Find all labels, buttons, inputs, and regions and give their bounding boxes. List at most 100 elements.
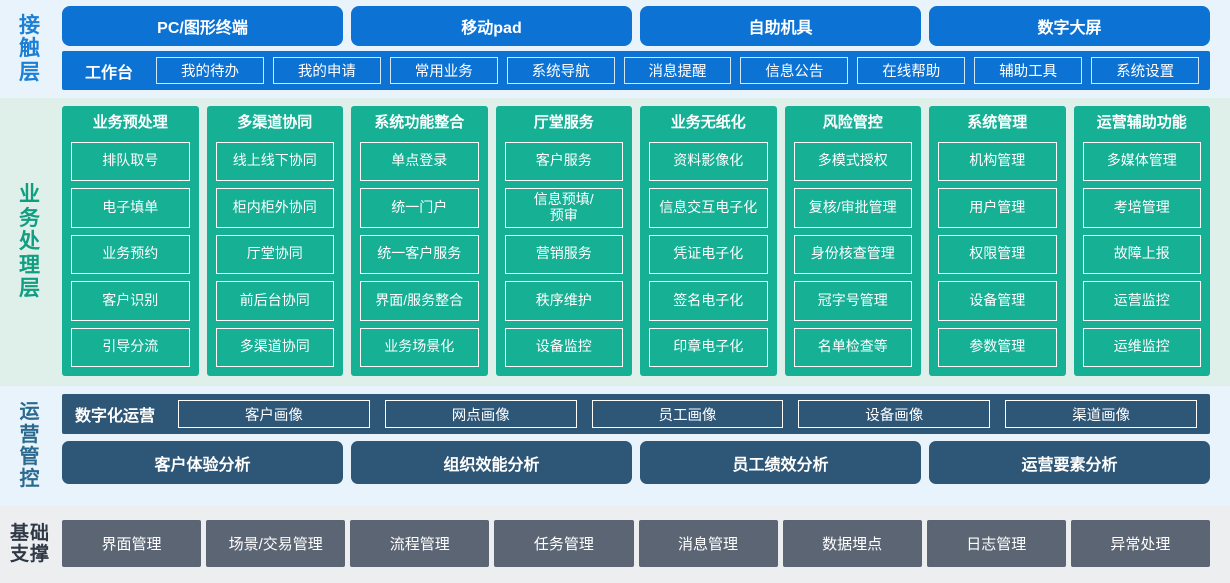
cell-pre-fill-review[interactable]: 信息预填/ 预审 xyxy=(504,188,623,228)
cell-list-check[interactable]: 名单检查等 xyxy=(793,327,912,367)
foundation-ui-management[interactable]: 界面管理 xyxy=(62,520,202,567)
layer-operations-body: 数字化运营 客户画像 网点画像 员工画像 设备画像 渠道画像 客户体验分析 组织… xyxy=(60,386,1230,506)
layer-business-label-char: 务 xyxy=(19,206,41,230)
cell-device-management[interactable]: 设备管理 xyxy=(938,281,1057,321)
foundation-task-management[interactable]: 任务管理 xyxy=(494,520,634,567)
workbench-item-aux-tools[interactable]: 辅助工具 xyxy=(974,57,1083,84)
cell-business-scenario[interactable]: 业务场景化 xyxy=(360,327,479,367)
layer-foundation-label: 基础 支撑 xyxy=(0,506,60,583)
layer-foundation: 基础 支撑 界面管理 场景/交易管理 流程管理 任务管理 消息管理 数据埋点 日… xyxy=(0,506,1230,583)
foundation-scenario-transaction-management[interactable]: 场景/交易管理 xyxy=(206,520,346,567)
workbench-item-my-todo[interactable]: 我的待办 xyxy=(156,57,264,84)
business-column-pre-processing: 业务预处理 排队取号 电子填单 业务预约 客户识别 引导分流 xyxy=(62,106,199,376)
layer-operations-label-char: 营 xyxy=(19,423,41,446)
cell-order-maintenance[interactable]: 秩序维护 xyxy=(504,281,623,321)
foundation-exception-handling[interactable]: 异常处理 xyxy=(1070,520,1210,567)
portrait-branch[interactable]: 网点画像 xyxy=(384,400,577,428)
channel-self-service[interactable]: 自助机具 xyxy=(640,6,921,46)
cell-multimode-authorization[interactable]: 多模式授权 xyxy=(793,141,912,181)
workbench-item-system-nav[interactable]: 系统导航 xyxy=(506,57,615,84)
cell-device-monitoring[interactable]: 设备监控 xyxy=(504,327,623,367)
cell-e-form[interactable]: 电子填单 xyxy=(71,188,190,228)
cell-ui-service-integration[interactable]: 界面/服务整合 xyxy=(360,281,479,321)
cell-fault-reporting[interactable]: 故障上报 xyxy=(1082,234,1201,274)
workbench-item-common-business[interactable]: 常用业务 xyxy=(389,57,498,84)
cell-seal-electronic[interactable]: 印章电子化 xyxy=(649,327,768,367)
cell-counter-collab[interactable]: 柜内柜外协同 xyxy=(215,188,334,228)
cell-online-offline-collab[interactable]: 线上线下协同 xyxy=(215,141,334,181)
workbench-item-online-help[interactable]: 在线帮助 xyxy=(857,57,966,84)
layer-foundation-label-line: 支撑 xyxy=(9,543,50,565)
cell-operation-monitoring[interactable]: 运营监控 xyxy=(1082,281,1201,321)
workbench-item-system-settings[interactable]: 系统设置 xyxy=(1091,57,1200,84)
business-column-lobby-service: 厅堂服务 客户服务 信息预填/ 预审 营销服务 秩序维护 设备监控 xyxy=(495,106,632,376)
channel-pc[interactable]: PC/图形终端 xyxy=(62,6,343,46)
portrait-row: 数字化运营 客户画像 网点画像 员工画像 设备画像 渠道画像 xyxy=(62,394,1210,434)
workbench-item-my-application[interactable]: 我的申请 xyxy=(272,57,381,84)
business-column-system-management: 系统管理 机构管理 用户管理 权限管理 设备管理 参数管理 xyxy=(929,106,1066,376)
cell-info-exchange-electronic[interactable]: 信息交互电子化 xyxy=(649,188,768,228)
cell-signature-electronic[interactable]: 签名电子化 xyxy=(649,281,768,321)
layer-contact-label-char: 层 xyxy=(19,60,41,84)
cell-maintenance-monitoring[interactable]: 运维监控 xyxy=(1082,327,1201,367)
cell-customer-identify[interactable]: 客户识别 xyxy=(71,281,190,321)
layer-operations-label-char: 控 xyxy=(19,468,41,491)
layer-contact-label-char: 触 xyxy=(19,37,41,61)
channel-digital-screen[interactable]: 数字大屏 xyxy=(929,6,1210,46)
layer-business: 业 务 处 理 层 业务预处理 排队取号 电子填单 业务预约 客户识别 引导分流… xyxy=(0,98,1230,386)
workbench-item-announcement[interactable]: 信息公告 xyxy=(740,57,849,84)
cell-guide-diversion[interactable]: 引导分流 xyxy=(71,327,190,367)
business-column-risk-control: 风险管控 多模式授权 复核/审批管理 身份核查管理 冠字号管理 名单检查等 xyxy=(784,106,921,376)
layer-contact-body: PC/图形终端 移动pad 自助机具 数字大屏 工作台 我的待办 我的申请 常用… xyxy=(60,0,1230,98)
foundation-process-management[interactable]: 流程管理 xyxy=(350,520,490,567)
analysis-customer-experience[interactable]: 客户体验分析 xyxy=(62,441,343,484)
cell-marketing-service[interactable]: 营销服务 xyxy=(504,234,623,274)
foundation-message-management[interactable]: 消息管理 xyxy=(638,520,778,567)
cell-appointment[interactable]: 业务预约 xyxy=(71,234,190,274)
cell-review-approval[interactable]: 复核/审批管理 xyxy=(793,188,912,228)
channel-mobile-pad[interactable]: 移动pad xyxy=(351,6,632,46)
analysis-employee-performance[interactable]: 员工绩效分析 xyxy=(640,441,921,484)
layer-business-label-char: 理 xyxy=(19,253,41,277)
cell-front-back-collab[interactable]: 前后台协同 xyxy=(215,281,334,321)
layer-contact-label-char: 接 xyxy=(19,13,41,37)
cell-multichannel-collab[interactable]: 多渠道协同 xyxy=(215,327,334,367)
business-column-system-integration: 系统功能整合 单点登录 统一门户 统一客户服务 界面/服务整合 业务场景化 xyxy=(351,106,488,376)
cell-document-imaging[interactable]: 资料影像化 xyxy=(649,141,768,181)
cell-queue-number[interactable]: 排队取号 xyxy=(71,141,190,181)
cell-org-management[interactable]: 机构管理 xyxy=(938,141,1057,181)
cell-unified-portal[interactable]: 统一门户 xyxy=(360,188,479,228)
cell-identity-verification[interactable]: 身份核查管理 xyxy=(793,234,912,274)
layer-business-body: 业务预处理 排队取号 电子填单 业务预约 客户识别 引导分流 多渠道协同 线上线… xyxy=(60,98,1230,386)
cell-serial-number-mgmt[interactable]: 冠字号管理 xyxy=(793,281,912,321)
foundation-log-management[interactable]: 日志管理 xyxy=(926,520,1066,567)
portrait-customer[interactable]: 客户画像 xyxy=(178,400,370,428)
column-title: 风险管控 xyxy=(822,114,883,131)
business-column-ops-support: 运营辅助功能 多媒体管理 考培管理 故障上报 运营监控 运维监控 xyxy=(1073,106,1210,376)
layer-operations: 运 营 管 控 数字化运营 客户画像 网点画像 员工画像 设备画像 渠道画像 客… xyxy=(0,386,1230,506)
analysis-operation-elements[interactable]: 运营要素分析 xyxy=(929,441,1210,484)
layer-business-label-char: 层 xyxy=(19,277,41,301)
cell-user-management[interactable]: 用户管理 xyxy=(938,188,1057,228)
layer-operations-label: 运 营 管 控 xyxy=(0,386,60,506)
workbench-item-message-alert[interactable]: 消息提醒 xyxy=(623,57,732,84)
column-title: 业务无纸化 xyxy=(670,114,746,131)
cell-single-sign-on[interactable]: 单点登录 xyxy=(360,141,479,181)
portrait-employee[interactable]: 员工画像 xyxy=(591,400,784,428)
portrait-device[interactable]: 设备画像 xyxy=(798,400,991,428)
portrait-channel[interactable]: 渠道画像 xyxy=(1005,400,1197,428)
cell-customer-service[interactable]: 客户服务 xyxy=(504,141,623,181)
cell-parameter-management[interactable]: 参数管理 xyxy=(938,327,1057,367)
cell-voucher-electronic[interactable]: 凭证电子化 xyxy=(649,234,768,274)
cell-permission-management[interactable]: 权限管理 xyxy=(938,234,1057,274)
cell-multimedia-management[interactable]: 多媒体管理 xyxy=(1082,141,1201,181)
foundation-data-tracking[interactable]: 数据埋点 xyxy=(782,520,922,567)
layer-contact: 接 触 层 PC/图形终端 移动pad 自助机具 数字大屏 工作台 我的待办 我… xyxy=(0,0,1230,98)
cell-training-management[interactable]: 考培管理 xyxy=(1082,188,1201,228)
layer-business-label: 业 务 处 理 层 xyxy=(0,98,60,386)
cell-unified-customer-service[interactable]: 统一客户服务 xyxy=(360,234,479,274)
cell-lobby-collab[interactable]: 厅堂协同 xyxy=(215,234,334,274)
column-title: 厅堂服务 xyxy=(533,114,594,131)
analysis-org-efficiency[interactable]: 组织效能分析 xyxy=(351,441,632,484)
